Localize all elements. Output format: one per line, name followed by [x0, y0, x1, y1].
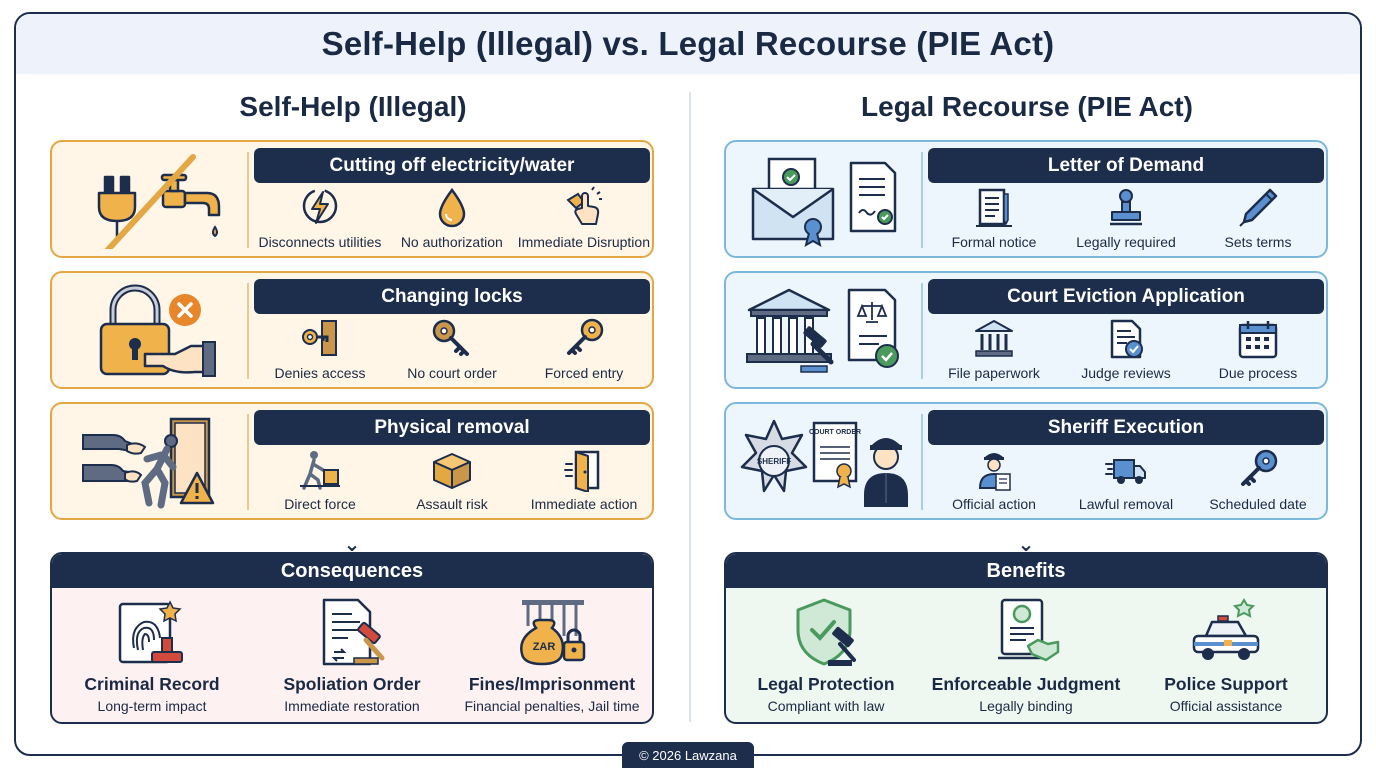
consequences-panel: Consequences Criminal Record Long-term i…	[50, 552, 654, 724]
consequence-criminal-record: Criminal Record Long-term impact	[52, 588, 252, 722]
door-exit-icon	[564, 450, 600, 492]
moving-truck-icon	[1105, 459, 1146, 484]
card-title: Letter of Demand	[928, 148, 1324, 183]
legal-recourse-column: Legal Recourse (PIE Act)	[724, 74, 1330, 724]
key-icon	[567, 318, 604, 355]
calendar-icon	[1238, 321, 1278, 359]
card-sheriff-execution: SHERIFF COURT ORDER Sheriff Execution	[724, 402, 1328, 520]
item-legally-required: Legally required	[1060, 186, 1192, 254]
chevron-down-icon: ⌄	[1017, 534, 1035, 556]
copyright-footer: © 2026 Lawzana	[622, 742, 754, 768]
person-pushing-box-icon	[300, 451, 340, 490]
item-official-action: Official action	[928, 448, 1060, 516]
item-lawful-removal: Lawful removal	[1060, 448, 1192, 516]
chevron-down-icon: ⌄	[343, 534, 361, 556]
card-items: Denies access No court order Forced entr…	[254, 317, 650, 385]
card-items: Disconnects utilities No authorization I…	[254, 186, 650, 254]
item-direct-force: Direct force	[254, 448, 386, 516]
officer-icon	[978, 453, 1011, 491]
item-no-authorization: No authorization	[386, 186, 518, 254]
card-physical-removal: Physical removal Direct force Assault ri…	[50, 402, 654, 520]
envelope-letter-icon	[726, 142, 921, 256]
card-title: Sheriff Execution	[928, 410, 1324, 445]
card-items: Official action Lawful removal Scheduled…	[928, 448, 1324, 516]
self-help-heading: Self-Help (Illegal)	[239, 91, 467, 122]
legal-recourse-heading: Legal Recourse (PIE Act)	[861, 91, 1193, 122]
svg-text:ZAR: ZAR	[533, 641, 556, 653]
item-sets-terms: Sets terms	[1192, 186, 1324, 254]
card-items: Direct force Assault risk Immediate acti…	[254, 448, 650, 516]
card-separator	[921, 152, 923, 248]
benefit-enforceable-judgment: Enforceable Judgment Legally binding	[926, 588, 1126, 722]
self-help-column: Self-Help (Illegal)	[50, 74, 656, 724]
item-immediate-disruption: Immediate Disruption	[518, 186, 650, 254]
card-title: Physical removal	[254, 410, 650, 445]
item-formal-notice: Formal notice	[928, 186, 1060, 254]
stamp-icon	[1110, 189, 1142, 226]
consequences-heading: Consequences	[52, 554, 652, 588]
item-no-court-order: No court order	[386, 317, 518, 385]
consequence-fines-imprisonment: ZAR Fines/Imprisonment Financial penalti…	[452, 588, 652, 722]
document-check-icon	[1110, 319, 1143, 359]
item-assault-risk: Assault risk	[386, 448, 518, 516]
courthouse-gavel-icon	[726, 273, 921, 387]
card-title: Court Eviction Application	[928, 279, 1324, 314]
item-forced-entry: Forced entry	[518, 317, 650, 385]
item-due-process: Due process	[1192, 317, 1324, 385]
card-separator	[247, 283, 249, 379]
card-court-eviction-application: Court Eviction Application File paperwor…	[724, 271, 1328, 389]
infographic-frame: Self-Help (Illegal) vs. Legal Recourse (…	[14, 12, 1362, 756]
svg-text:COURT ORDER: COURT ORDER	[808, 429, 860, 436]
key-icon	[432, 319, 469, 356]
document-gavel-icon	[322, 598, 385, 666]
lightning-icon	[302, 188, 338, 224]
card-title: Cutting off electricity/water	[254, 148, 650, 183]
item-denies-access: Denies access	[254, 317, 386, 385]
card-title: Changing locks	[254, 279, 650, 314]
benefit-police-support: Police Support Official assistance	[1126, 588, 1326, 722]
hand-click-icon	[566, 186, 602, 225]
certificate-handshake-icon	[998, 598, 1060, 662]
benefit-legal-protection: Legal Protection Compliant with law	[726, 588, 926, 722]
padlock-hand-icon	[52, 273, 247, 387]
box-icon	[433, 453, 471, 489]
fingerprint-record-icon	[118, 600, 183, 664]
card-separator	[247, 152, 249, 248]
item-scheduled-date: Scheduled date	[1192, 448, 1324, 516]
water-drop-icon	[438, 187, 466, 228]
card-separator	[921, 283, 923, 379]
benefits-heading: Benefits	[726, 554, 1326, 588]
column-divider	[689, 92, 691, 722]
title-band: Self-Help (Illegal) vs. Legal Recourse (…	[16, 14, 1360, 74]
item-file-paperwork: File paperwork	[928, 317, 1060, 385]
card-items: Formal notice Legally required Sets term…	[928, 186, 1324, 254]
benefits-panel: Benefits Legal Protection Compliant with…	[724, 552, 1328, 724]
police-car-icon	[1192, 598, 1260, 660]
person-pushed-out-icon	[52, 404, 247, 518]
plug-faucet-crossed-icon	[52, 142, 247, 256]
pen-icon	[1239, 188, 1278, 227]
sheriff-badge-officer-icon: SHERIFF COURT ORDER	[726, 404, 921, 518]
key-in-door-icon	[302, 320, 337, 356]
card-items: File paperwork Judge reviews Due process	[928, 317, 1324, 385]
svg-text:SHERIFF: SHERIFF	[756, 457, 790, 466]
card-letter-of-demand: Letter of Demand Formal notice Legally r…	[724, 140, 1328, 258]
courthouse-icon	[975, 320, 1013, 357]
item-disconnects-utilities: Disconnects utilities	[254, 186, 386, 254]
key-icon	[1241, 449, 1278, 486]
card-cutting-utilities: Cutting off electricity/water Disconnect…	[50, 140, 654, 258]
item-judge-reviews: Judge reviews	[1060, 317, 1192, 385]
shield-gavel-icon	[796, 598, 856, 666]
card-separator	[921, 414, 923, 510]
document-pen-icon	[976, 188, 1012, 227]
card-separator	[247, 414, 249, 510]
money-bag-jail-icon: ZAR	[520, 600, 586, 666]
page-title: Self-Help (Illegal) vs. Legal Recourse (…	[321, 25, 1055, 62]
card-changing-locks: Changing locks Denies access No court or…	[50, 271, 654, 389]
consequence-spoliation-order: Spoliation Order Immediate restoration	[252, 588, 452, 722]
item-immediate-action: Immediate action	[518, 448, 650, 516]
